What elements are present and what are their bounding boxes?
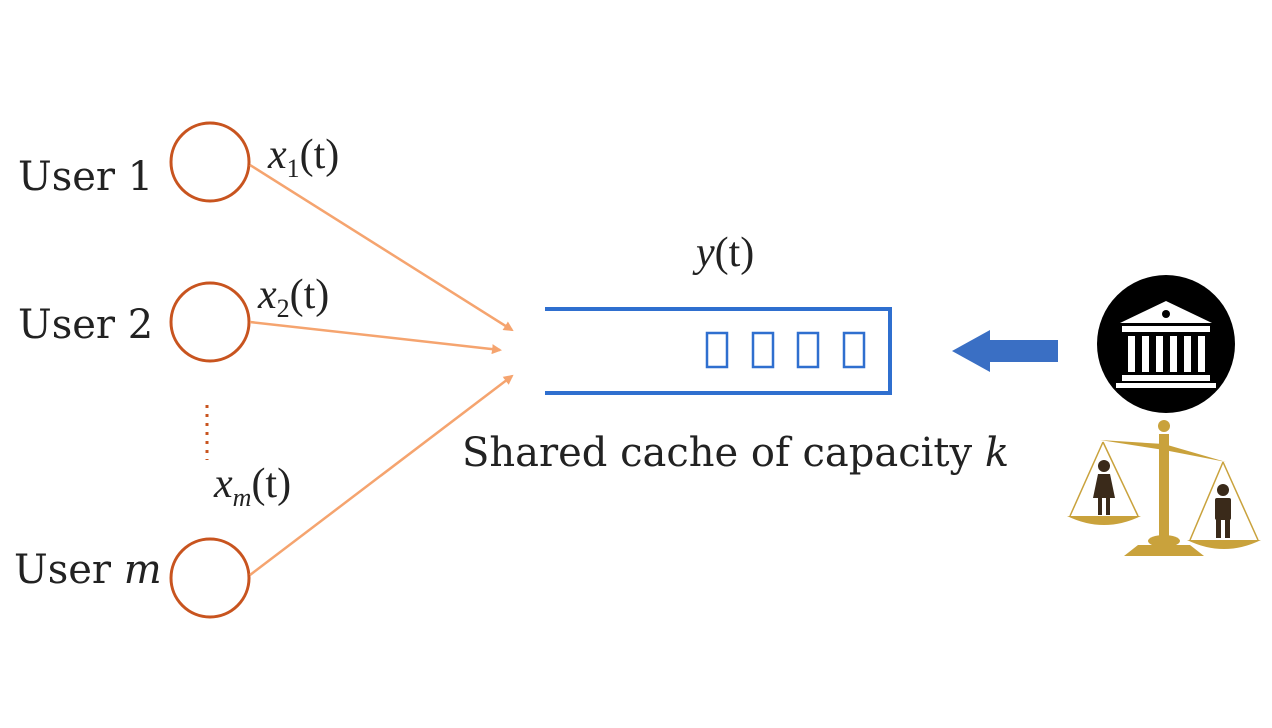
female-figure-icon — [1093, 460, 1115, 515]
flow-arrow-user-2 — [249, 320, 502, 355]
cache-slot — [796, 331, 820, 369]
flow-label-x2: x2(t) — [257, 272, 329, 323]
male-figure-icon — [1215, 484, 1231, 538]
user-m-node — [169, 537, 251, 619]
cache-box — [545, 307, 892, 395]
flow-label-xm: xm(t) — [213, 461, 291, 512]
cache-slots — [705, 331, 866, 369]
regulator-arrow-icon — [952, 330, 1058, 372]
balance-scale-icon — [1067, 420, 1261, 556]
flow-arrow-user-m — [249, 374, 514, 576]
user-1-node — [169, 121, 251, 203]
bank-building-icon — [1097, 275, 1235, 413]
cache-output-label: y(t) — [692, 230, 754, 276]
user-m-label: User m — [14, 547, 162, 593]
flow-label-x1: x1(t) — [267, 132, 339, 183]
user-2-label: User 2 — [18, 302, 153, 348]
cache-caption: Shared cache of capacity k — [462, 430, 1009, 476]
user-2-node — [169, 281, 251, 363]
flow-arrow-user-1 — [249, 163, 514, 332]
user-1-label: User 1 — [18, 154, 153, 200]
cache-slot — [842, 331, 866, 369]
cache-slot — [751, 331, 775, 369]
cache-slot — [705, 331, 729, 369]
